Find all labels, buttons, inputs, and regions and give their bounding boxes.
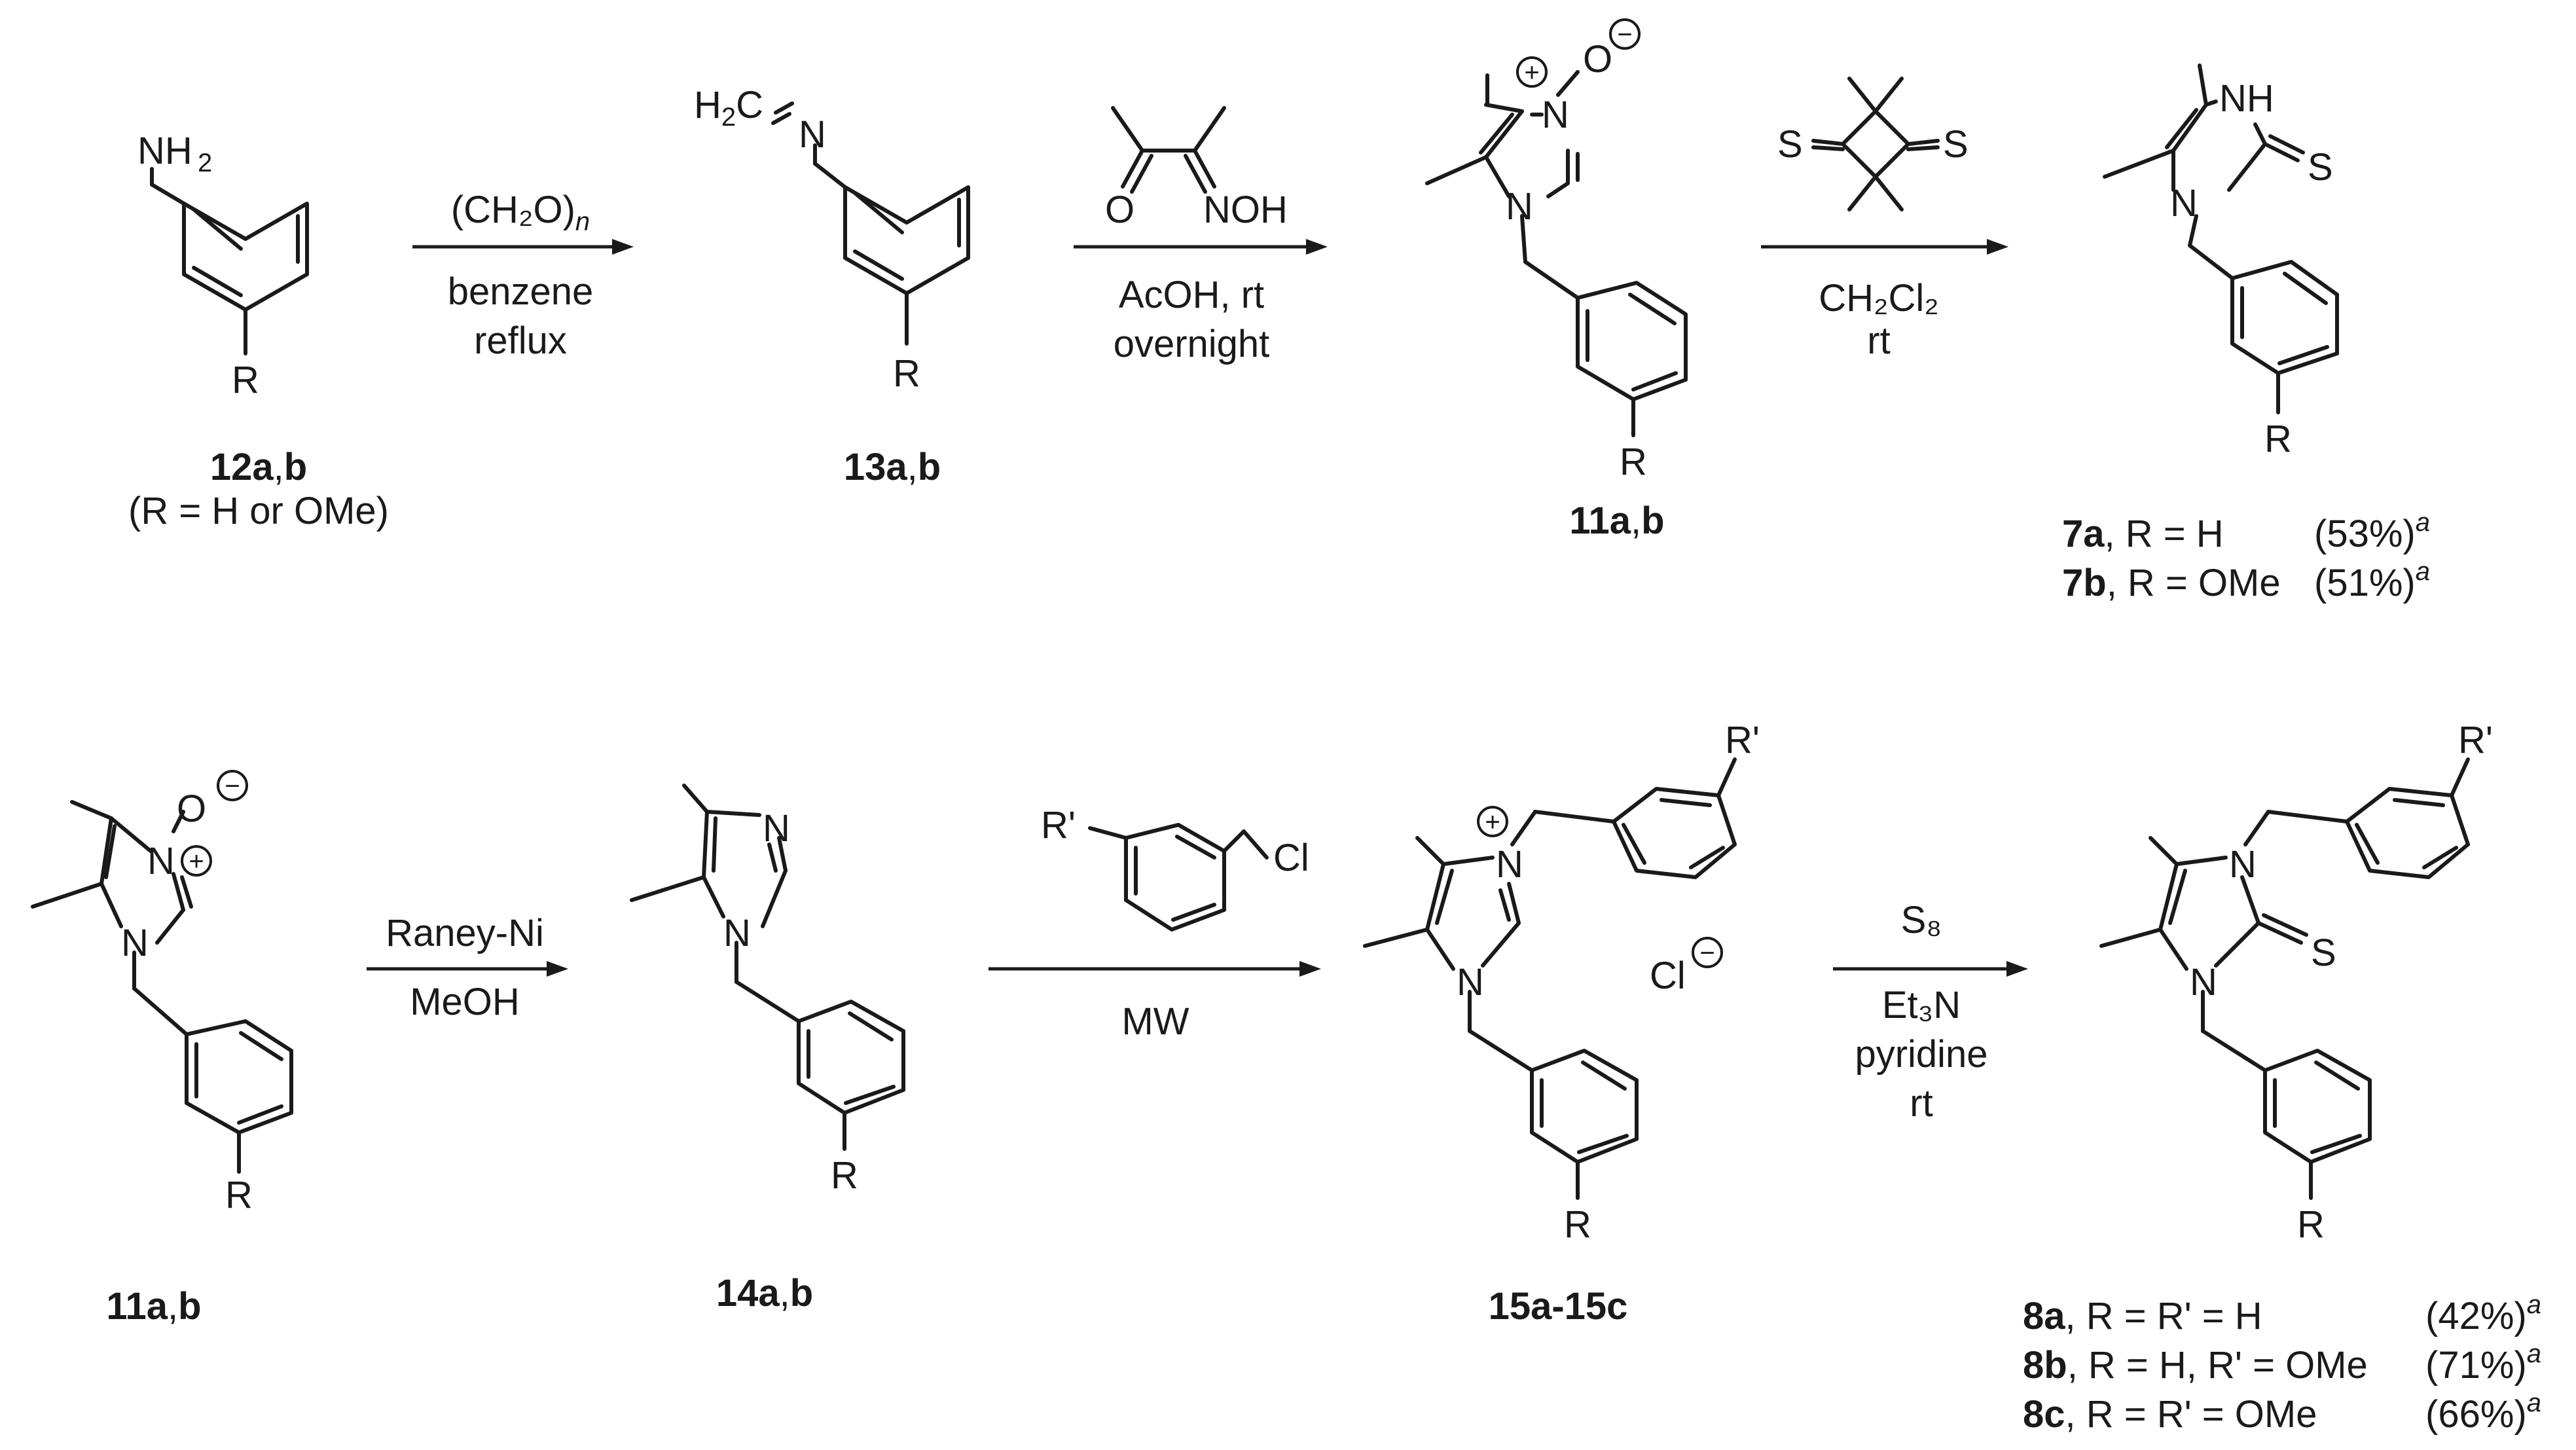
product-8c-label: 8c, R = R' = OMe: [2023, 1393, 2317, 1436]
reagent-triethylamine: Et₃N: [1882, 984, 1961, 1026]
thione-s-label: S: [2311, 932, 2336, 974]
positive-charge-icon: [1477, 806, 1508, 837]
reagent-rt-2: rt: [1910, 1082, 1932, 1125]
svg-text:+: +: [1485, 808, 1500, 837]
r-prime-label: R': [1725, 719, 1760, 761]
reagent-paraformaldehyde: (CH₂O)n: [451, 189, 590, 236]
r-substituent: R: [1620, 441, 1647, 483]
ketone-o-label: O: [1105, 189, 1134, 231]
reagent-acoh: AcOH, rt: [1119, 274, 1264, 316]
n-oxide-n-label: N: [147, 840, 175, 882]
product-7b-label: 7b, R = OMe: [2062, 562, 2281, 604]
nh2-subscript: 2: [198, 149, 212, 177]
product-7a-label: 7a, R = H: [2062, 513, 2224, 555]
compound-14-label: 14a,b: [716, 1272, 813, 1314]
compound-11-label: 11a,b: [1569, 499, 1664, 542]
products-8-list: 8a, R = R' = H (42%)a 8b, R = H, R' = OM…: [2023, 1290, 2541, 1436]
imidazole-n1-label: N: [723, 912, 751, 954]
imidazole-n1-label: N: [2190, 961, 2217, 1004]
reagent-benzene: benzene: [448, 270, 594, 313]
imidazole-n1-label: N: [1506, 185, 1533, 228]
r-substituent: R: [893, 352, 920, 395]
nh2-label: NH: [137, 130, 192, 172]
negative-charge-icon: [1609, 18, 1641, 50]
products-7-list: 7a, R = H (53%)a 7b, R = OMe (51%)a: [2062, 508, 2430, 604]
svg-text:+: +: [1524, 58, 1539, 87]
compound-11-structure-row2: N N O + − R: [31, 770, 293, 1216]
r-substituent: R: [831, 1154, 858, 1197]
reagent-cyclobutanedithione: S S: [1777, 77, 1968, 211]
product-8b-label: 8b, R = H, R' = OMe: [2023, 1344, 2368, 1387]
imidazolium-n3-label: N: [1496, 843, 1523, 886]
compound-7-structure: NH N S R: [2103, 63, 2339, 460]
oxime-label: NOH: [1203, 189, 1288, 231]
compound-13-label: 13a,b: [844, 446, 941, 488]
svg-text:−: −: [1699, 939, 1714, 968]
compound-12-note: (R = H or OMe): [128, 490, 389, 532]
reagent-sulfur: S₈: [1901, 899, 1942, 941]
compound-11-structure: N N O + − R: [1425, 18, 1688, 483]
n-oxide-n-label: N: [1542, 94, 1569, 136]
compound-15-structure: N N + R' R Cl −: [1363, 719, 1760, 1246]
h2c-label: H2C: [694, 84, 763, 132]
product-8a-yield: (42%)a: [2425, 1290, 2541, 1337]
r-substituent: R: [1564, 1203, 1591, 1246]
reagent-methanol: MeOH: [410, 981, 520, 1023]
product-8c-yield: (66%)a: [2425, 1388, 2541, 1436]
imidazole-n1-label: N: [121, 922, 149, 964]
chloride-counterion-label: Cl: [1650, 954, 1686, 997]
compound-11-label-row2: 11a,b: [106, 1285, 201, 1328]
positive-charge-icon: [181, 845, 212, 877]
chloride-label: Cl: [1273, 837, 1309, 879]
reagent-overnight: overnight: [1114, 323, 1270, 365]
imidazolium-n1-label: N: [1457, 961, 1484, 1004]
r-substituent: R: [232, 359, 259, 401]
negative-charge-icon: [217, 770, 248, 801]
reagent-dichloromethane: CH₂Cl₂: [1819, 277, 1939, 319]
reagent-raney-ni: Raney-Ni: [386, 912, 544, 954]
reagent-microwave: MW: [1121, 1000, 1189, 1043]
thione-s-label: S: [2308, 146, 2333, 189]
imidazole-n1-label: N: [2170, 182, 2198, 225]
oxide-o-label: O: [1583, 38, 1612, 81]
positive-charge-icon: [1516, 56, 1548, 88]
r-prime-label: R': [2458, 719, 2493, 761]
product-7b-yield: (51%)a: [2314, 557, 2430, 604]
svg-text:+: +: [189, 847, 204, 876]
product-8a-label: 8a, R = R' = H: [2023, 1295, 2262, 1337]
reagent-pyridine: pyridine: [1855, 1033, 1987, 1076]
reagent-reflux: reflux: [474, 319, 567, 362]
compound-15-label: 15a-15c: [1489, 1285, 1628, 1328]
thione-s-right-label: S: [1943, 123, 1968, 166]
svg-text:−: −: [1617, 20, 1632, 49]
r-prime-label: R': [1041, 804, 1076, 846]
imidazole-n3-label: N: [2229, 843, 2257, 886]
product-8b-yield: (71%)a: [2425, 1339, 2541, 1387]
reagent-rt: rt: [1867, 319, 1890, 362]
r-substituent: R: [2264, 418, 2292, 460]
r-substituent: R: [225, 1174, 253, 1216]
compound-14-structure: N N R: [630, 784, 905, 1197]
negative-charge-icon: [1692, 937, 1723, 968]
compound-8-structure: N N S R' R: [2099, 719, 2493, 1246]
thione-s-left-label: S: [1777, 123, 1803, 166]
imidazole-n3-label: N: [763, 807, 790, 850]
compound-12-structure: NH 2 R: [137, 130, 309, 401]
r-substituent: R: [2297, 1203, 2325, 1246]
compound-12-label: 12a,b: [210, 446, 307, 488]
imine-n-label: N: [799, 113, 826, 156]
product-7a-yield: (53%)a: [2314, 508, 2430, 555]
reagent-benzyl-chloride: R' Cl: [1041, 804, 1309, 932]
oxide-o-label: O: [177, 788, 206, 830]
compound-13-structure: H2C N R: [694, 84, 970, 395]
thione-nh-label: NH: [2219, 77, 2274, 120]
reagent-butanedione-monoxime: O NOH: [1105, 106, 1288, 231]
svg-text:−: −: [225, 772, 240, 801]
